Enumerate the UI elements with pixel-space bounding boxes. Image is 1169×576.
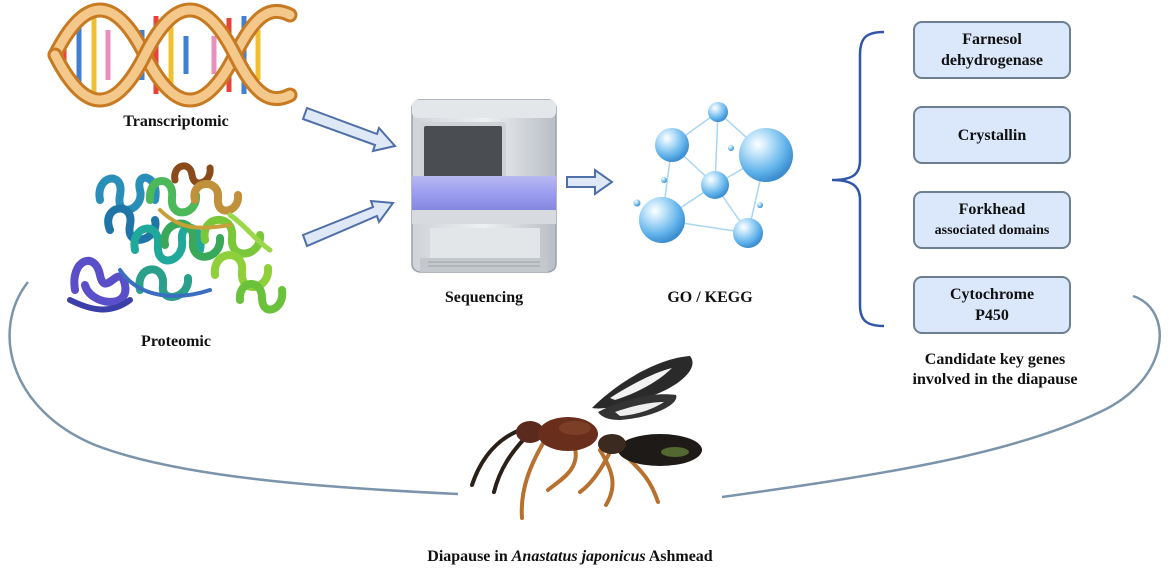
sequencer-machine-icon: [411, 99, 557, 273]
molecular-network-icon: [633, 102, 793, 248]
gene-box-farnesol-dehydrogenase: Farnesol dehydrogenase: [913, 21, 1071, 79]
candidate-genes-label: Candidate key genes involved in the diap…: [880, 350, 1110, 390]
gene-label-line2: P450: [975, 307, 1009, 324]
gene-box-crystallin: Crystallin: [913, 106, 1071, 164]
candidate-genes-line2: involved in the diapause: [912, 371, 1078, 388]
gene-label-line1: Forkhead: [958, 201, 1026, 218]
cycle-curve-left: [8, 281, 459, 496]
caption-suffix: Ashmead: [645, 548, 713, 565]
candidate-genes-line1: Candidate key genes: [924, 351, 1066, 368]
gene-label-line1: Farnesol: [962, 31, 1022, 48]
sequencing-label: Sequencing: [444, 289, 524, 306]
gene-label-line2: associated domains: [934, 223, 1050, 238]
transcriptomic-label: Transcriptomic: [123, 113, 229, 130]
gene-label-line2: dehydrogenase: [941, 52, 1043, 69]
caption-species: Anastatus japonicus: [511, 548, 646, 565]
gene-label-line1: Crystallin: [957, 126, 1027, 144]
go-kegg-label: GO / KEGG: [667, 289, 753, 306]
arrow-proteomic-to-sequencing: [301, 199, 395, 248]
wasp-insect-icon: [470, 356, 702, 520]
gene-group-brace: [831, 30, 885, 328]
cycle-curve-right: [721, 294, 1161, 499]
dna-helix-icon: [47, 2, 298, 108]
gene-label-line1: Cytochrome: [949, 286, 1035, 303]
figure-caption: Diapause in Anastatus japonicus Ashmead: [340, 548, 800, 566]
arrow-sequencing-to-go-kegg: [566, 168, 614, 196]
gene-box-forkhead-associated-domains: Forkhead associated domains: [913, 191, 1071, 249]
arrow-transcriptomic-to-sequencing: [301, 106, 397, 153]
protein-structure-icon: [67, 162, 287, 314]
caption-prefix: Diapause in: [427, 548, 512, 565]
proteomic-label: Proteomic: [141, 333, 211, 350]
